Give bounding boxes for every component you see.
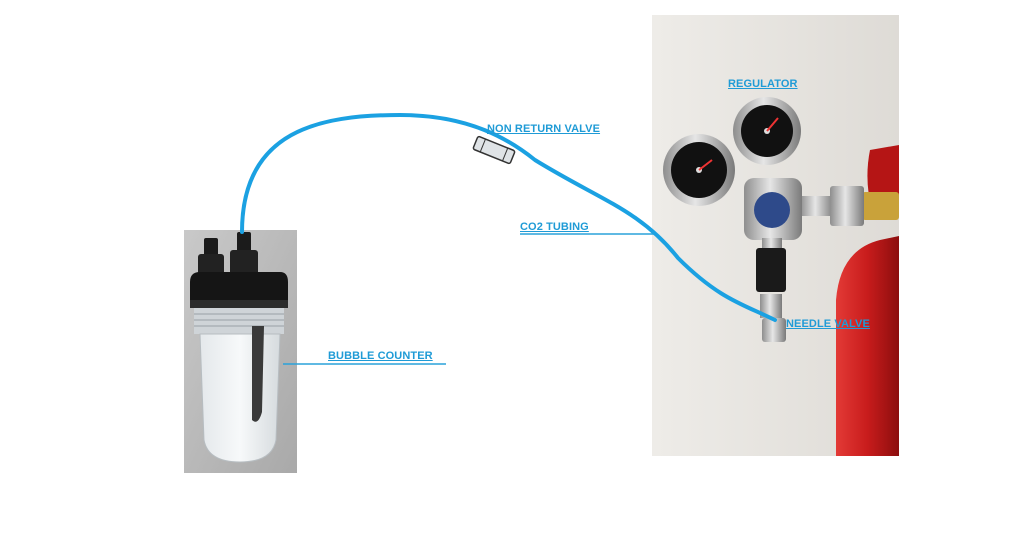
bubble-counter-photo xyxy=(184,230,297,473)
bubble-counter-label: BUBBLE COUNTER xyxy=(328,350,433,362)
needle-valve-label: NEEDLE VALVE xyxy=(786,318,870,330)
leader-lines xyxy=(283,234,656,364)
co2-tubing-label: CO2 TUBING xyxy=(520,221,589,233)
non-return-valve-label: NON RETURN VALVE xyxy=(487,123,600,135)
regulator-label: REGULATOR xyxy=(728,78,798,90)
